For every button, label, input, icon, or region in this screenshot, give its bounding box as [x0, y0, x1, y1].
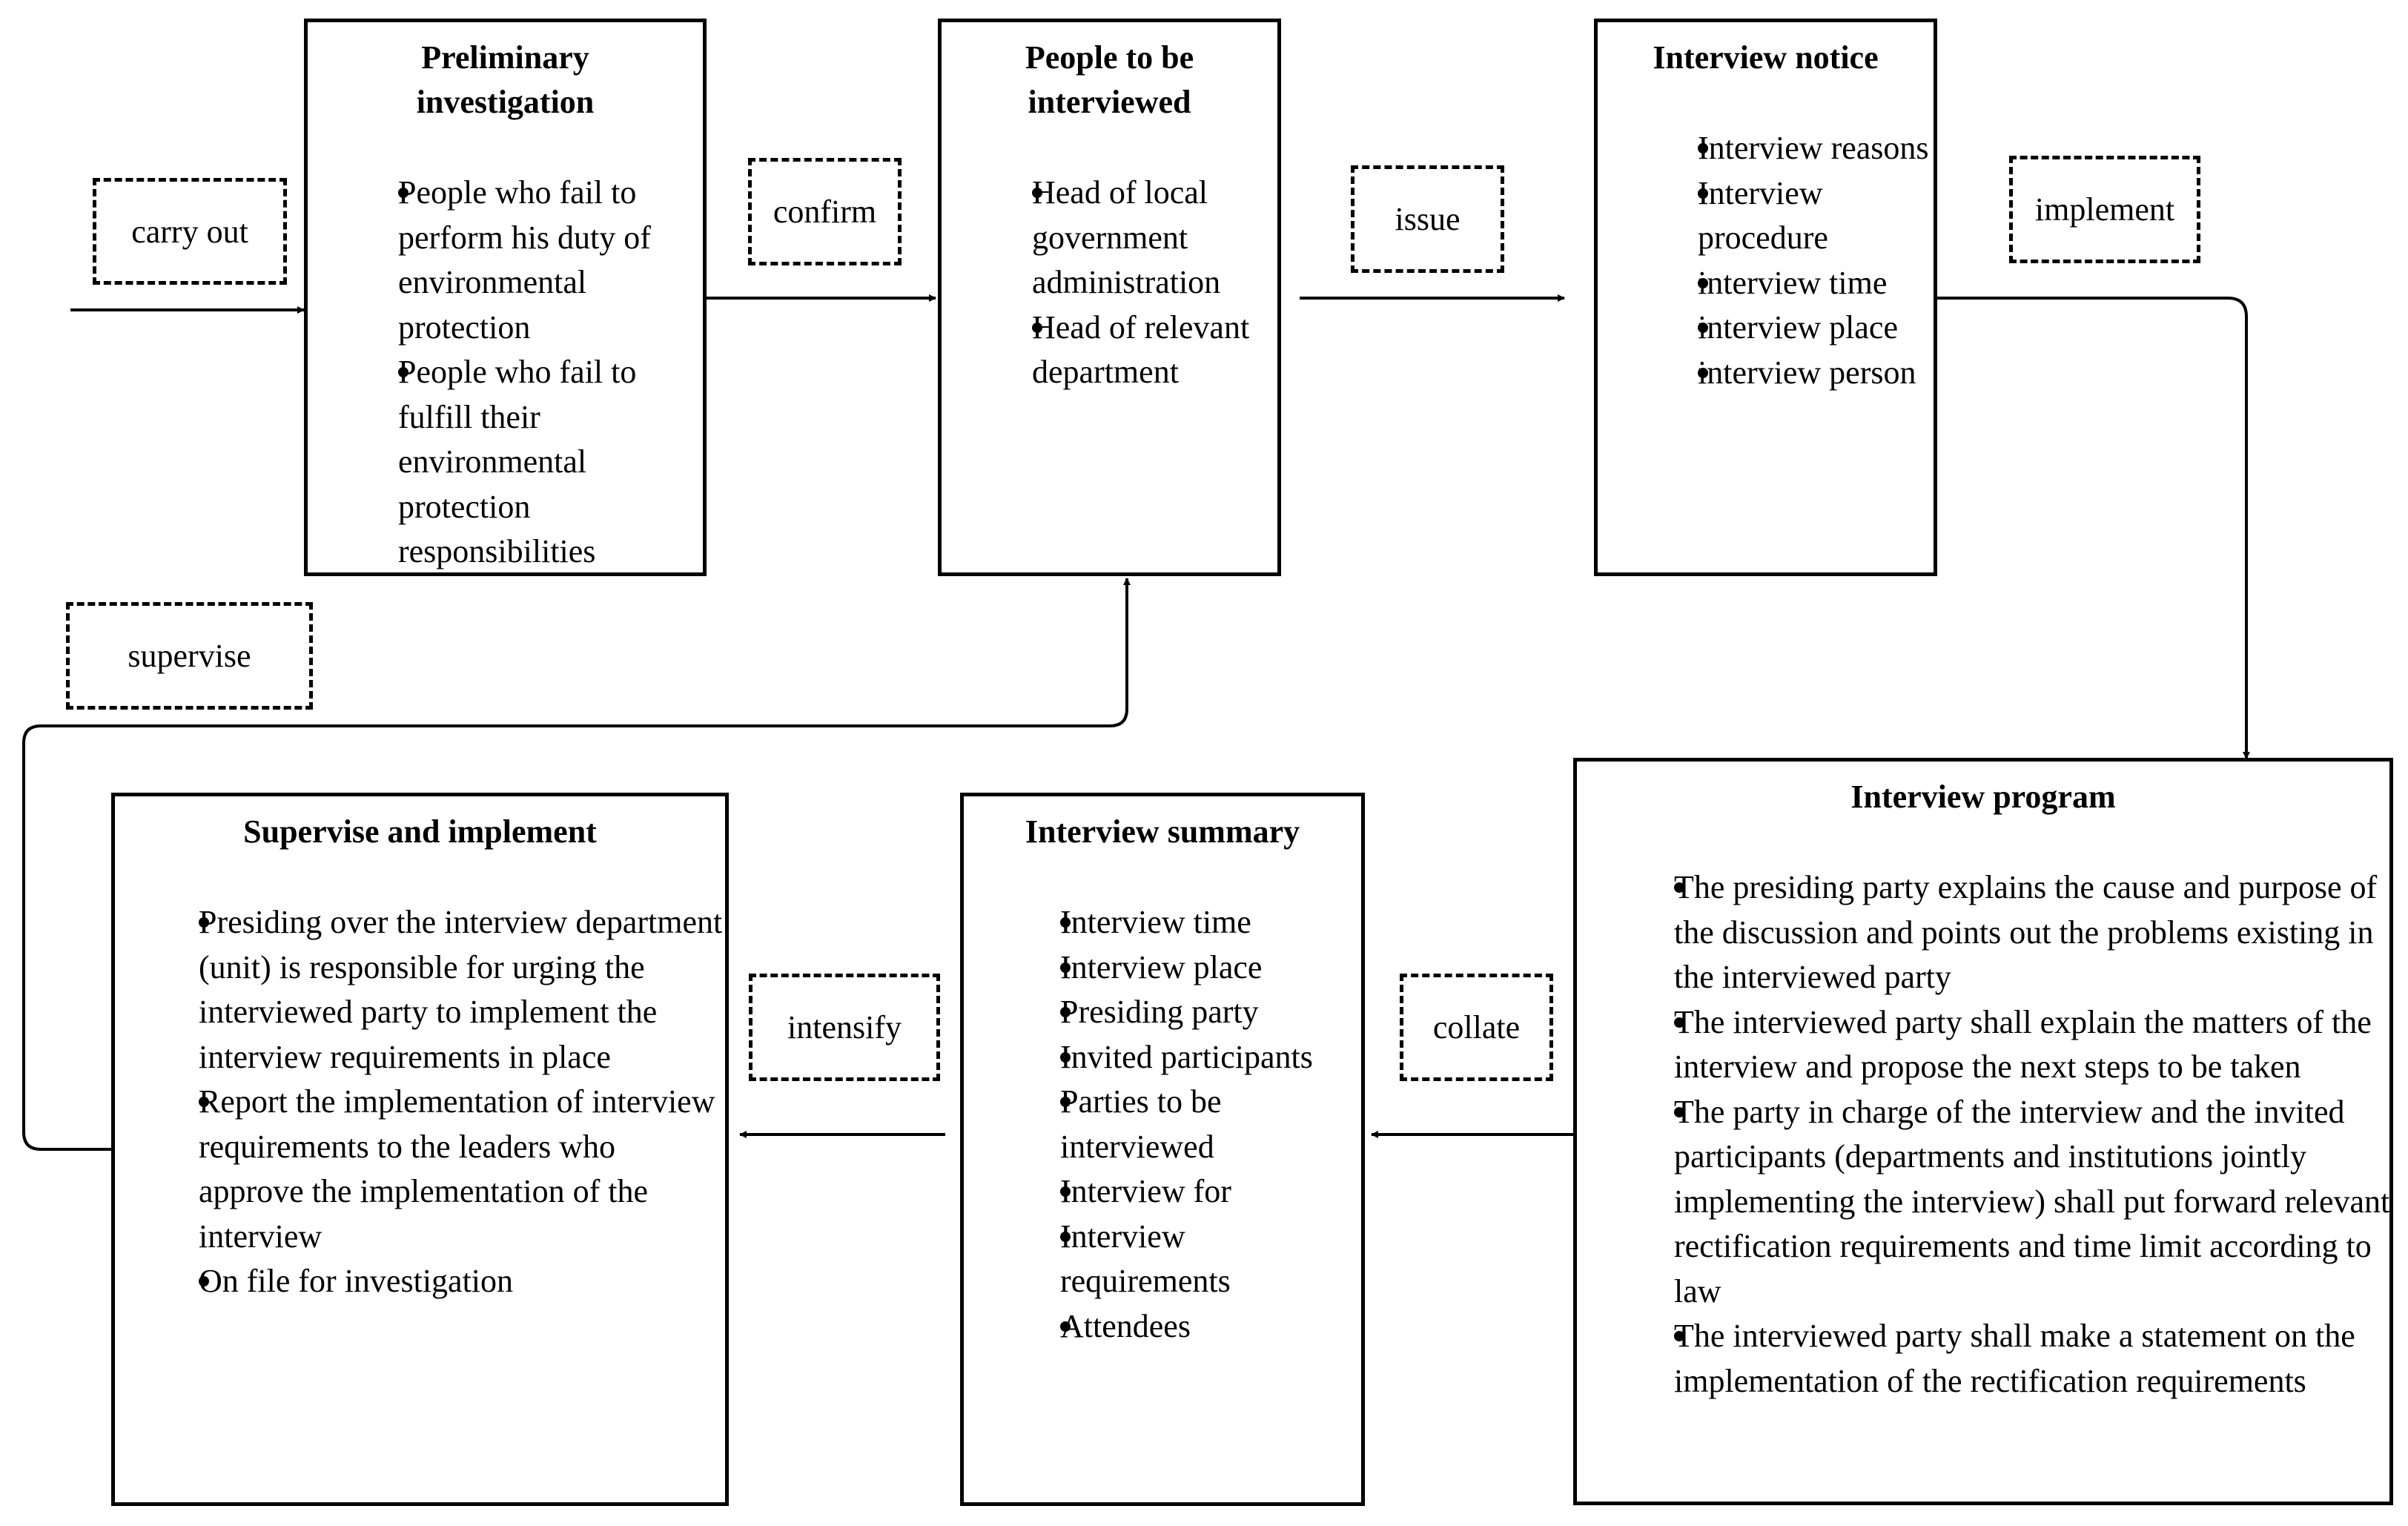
carry-out-label: carry out: [93, 178, 287, 285]
people-to-be-interviewed-title: People to be interviewed: [1025, 39, 1194, 120]
list-item: Interview place: [979, 945, 1357, 991]
people-to-be-interviewed-box: People to be interviewed Head of local g…: [938, 19, 1281, 576]
list-item: interview time: [1612, 261, 1931, 306]
list-item: Interview reasons: [1612, 126, 1931, 171]
list-item: The interviewed party shall make a state…: [1592, 1314, 2392, 1404]
people-to-be-interviewed-list: Head of local government administration …: [956, 171, 1268, 395]
interview-notice-box: Interview notice Interview reasons Inter…: [1594, 19, 1937, 576]
list-item: Interview time: [979, 900, 1357, 945]
list-item: Attendees: [979, 1304, 1357, 1350]
interview-summary-title: Interview summary: [1025, 813, 1300, 850]
preliminary-investigation-title: Preliminary investigation: [416, 39, 595, 120]
collate-label: collate: [1400, 974, 1553, 1081]
list-item: Presiding party: [979, 990, 1357, 1035]
preliminary-investigation-list: People who fail to perform his duty of e…: [330, 171, 701, 575]
list-item: Report the implementation of interview r…: [130, 1080, 723, 1259]
supervise-implement-list: Presiding over the interview department …: [130, 900, 723, 1304]
interview-program-title: Interview program: [1850, 779, 2116, 815]
arrow-notice-to-program: [1936, 297, 2250, 759]
list-item: Invited participants: [979, 1035, 1357, 1080]
list-item: Interview procedure: [1612, 171, 1931, 261]
interview-summary-list: Interview time Interview place Presiding…: [979, 900, 1357, 1349]
list-item: The interviewed party shall explain the …: [1592, 1000, 2392, 1090]
list-item: Interview for: [979, 1169, 1357, 1215]
interview-notice-list: Interview reasons Interview procedure in…: [1612, 126, 1931, 395]
list-item: Interview requirements: [979, 1215, 1357, 1304]
list-item: People who fail to fulfill their environ…: [330, 350, 701, 575]
interview-program-list: The presiding party explains the cause a…: [1592, 865, 2392, 1404]
list-item: interview place: [1612, 305, 1931, 351]
interview-notice-title: Interview notice: [1653, 39, 1879, 76]
list-item: interview person: [1612, 351, 1931, 396]
list-item: Head of local government administration: [956, 171, 1268, 305]
list-item: The party in charge of the interview and…: [1592, 1090, 2392, 1315]
list-item: On file for investigation: [130, 1259, 723, 1304]
list-item: People who fail to perform his duty of e…: [330, 171, 701, 350]
preliminary-investigation-box: Preliminary investigation People who fai…: [304, 19, 707, 576]
supervise-implement-title: Supervise and implement: [243, 813, 597, 850]
supervise-label: supervise: [66, 602, 313, 710]
issue-label: issue: [1351, 165, 1504, 273]
list-item: Head of relevant department: [956, 305, 1268, 395]
implement-label: implement: [2009, 156, 2200, 263]
intensify-label: intensify: [749, 974, 940, 1081]
supervise-implement-box: Supervise and implement Presiding over t…: [111, 793, 729, 1506]
interview-summary-box: Interview summary Interview time Intervi…: [960, 793, 1365, 1506]
list-item: Presiding over the interview department …: [130, 900, 723, 1080]
confirm-label: confirm: [748, 158, 902, 265]
arrow-supervise-feedback: [22, 578, 1131, 1151]
interview-program-box: Interview program The presiding party ex…: [1573, 758, 2393, 1505]
list-item: Parties to be interviewed: [979, 1080, 1357, 1169]
list-item: The presiding party explains the cause a…: [1592, 865, 2392, 1000]
